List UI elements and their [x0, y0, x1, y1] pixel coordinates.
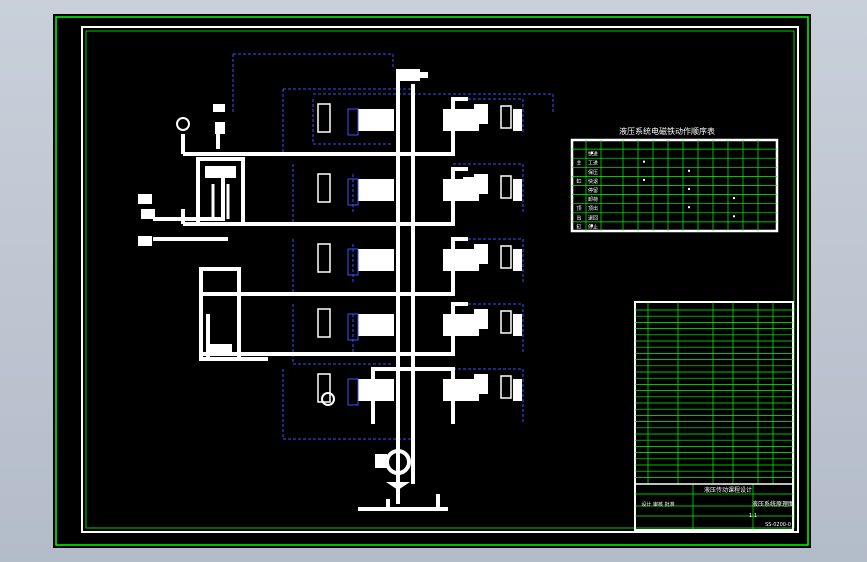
table-mark — [688, 206, 690, 209]
table-row-group: 缸 — [576, 223, 581, 230]
table-row-label: 保压 — [588, 169, 598, 176]
table-mark — [733, 215, 735, 218]
pump-unit — [321, 392, 411, 490]
table-row-group: 顶 — [576, 206, 581, 212]
table-mark — [688, 188, 690, 190]
table-mark — [688, 169, 690, 172]
table-mark — [733, 197, 735, 200]
table-row-label: 快退 — [588, 178, 598, 185]
table-row-label: 停止 — [588, 223, 598, 230]
table-title: 液压系统电磁铁动作顺序表 — [619, 126, 715, 136]
table-row-label: 快进 — [588, 151, 598, 158]
table-mark — [591, 224, 593, 227]
table-row-label: 卸荷 — [588, 196, 598, 203]
left-valves — [138, 104, 225, 246]
border-line — [85, 30, 795, 529]
inner-frame — [81, 26, 799, 533]
table-row-label: 工进 — [588, 160, 598, 167]
valve-row — [317, 373, 522, 406]
main-cylinder — [196, 157, 245, 226]
table-row-label: 退回 — [588, 214, 598, 221]
title-code: SS-0200-0 — [765, 522, 791, 528]
valve-row — [317, 103, 522, 136]
table-row-group: 主 — [576, 160, 581, 167]
ejector-cylinder — [199, 267, 353, 361]
table-row-label: 顶出 — [588, 205, 598, 212]
table-mark — [643, 160, 645, 163]
table-mark — [643, 178, 645, 181]
parts-list: 液压传动课程设计 液压系统原理图 SS-0200-0 设计 审核 批准 1:1 — [634, 301, 794, 531]
title-designer: 设计 审核 批准 — [641, 501, 674, 508]
valve-row — [317, 308, 522, 341]
outer-frame — [55, 16, 809, 546]
table-row-label: 停留 — [588, 187, 598, 194]
table-row-group: 出 — [576, 214, 581, 221]
valve-rows — [317, 103, 522, 406]
valve-row — [317, 243, 522, 276]
drawing-sheet: 液压系统电磁铁动作顺序表 快进工进主保压快退缸停留卸荷顶出顶退回出停止缸 液压传… — [53, 14, 811, 548]
table-row-group: 缸 — [576, 178, 581, 185]
title-scale: 1:1 — [749, 513, 757, 519]
valve-row — [317, 173, 522, 206]
title-school: 液压传动课程设计 — [704, 486, 752, 494]
title-name: 液压系统原理图 — [752, 500, 794, 508]
top-valve — [396, 69, 428, 81]
table-mark — [591, 151, 593, 154]
